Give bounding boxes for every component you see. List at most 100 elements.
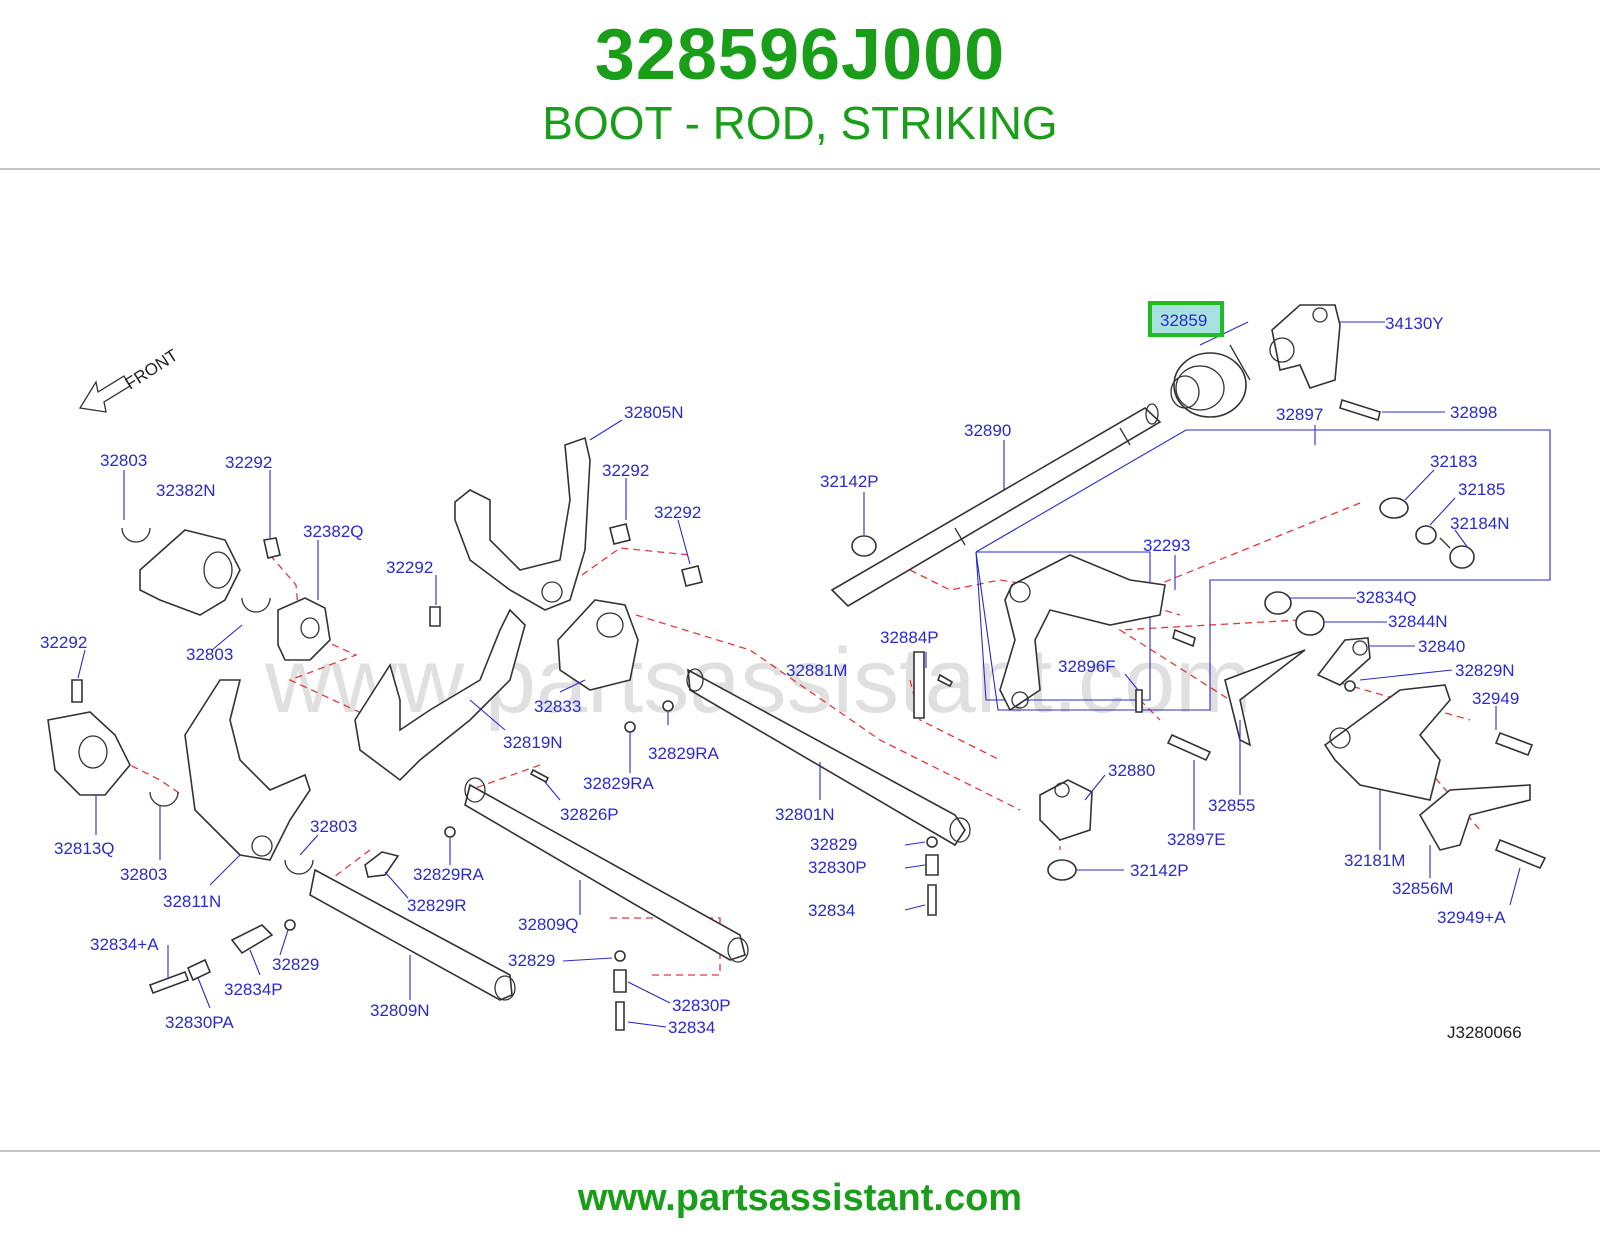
label-32813Q[interactable]: 32813Q bbox=[54, 839, 115, 858]
label-32829-mid[interactable]: 32829 bbox=[810, 835, 857, 854]
label-32840[interactable]: 32840 bbox=[1418, 637, 1465, 656]
label-32884P[interactable]: 32884P bbox=[880, 628, 939, 647]
label-32803-a[interactable]: 32803 bbox=[100, 451, 147, 470]
label-32834A[interactable]: 32834+A bbox=[90, 935, 159, 954]
part-ball-32829-bottom[interactable] bbox=[614, 950, 626, 962]
part-ball-32829RA-mid[interactable] bbox=[624, 721, 636, 733]
label-32292-b[interactable]: 32292 bbox=[602, 461, 649, 480]
label-32897[interactable]: 32897 bbox=[1276, 405, 1323, 424]
label-32181M[interactable]: 32181M bbox=[1344, 851, 1405, 870]
label-32834-bottom[interactable]: 32834 bbox=[668, 1018, 715, 1037]
label-32829-left[interactable]: 32829 bbox=[272, 955, 319, 974]
label-32382N[interactable]: 32382N bbox=[156, 481, 216, 500]
label-32855[interactable]: 32855 bbox=[1208, 796, 1255, 815]
label-32834P[interactable]: 32834P bbox=[224, 980, 283, 999]
label-32292-a[interactable]: 32292 bbox=[225, 453, 272, 472]
part-collar-32844N[interactable] bbox=[1295, 610, 1325, 636]
part-interlock-32829R[interactable] bbox=[364, 851, 400, 878]
label-32184N[interactable]: 32184N bbox=[1450, 514, 1510, 533]
footer-url[interactable]: www.partsassistant.com bbox=[577, 1177, 1023, 1219]
part-shaft-32809Q[interactable] bbox=[464, 777, 749, 963]
part-ball-32829-mid[interactable] bbox=[926, 836, 938, 848]
label-32829-bottom[interactable]: 32829 bbox=[508, 951, 555, 970]
label-32830P-mid[interactable]: 32830P bbox=[808, 858, 867, 877]
label-32829R[interactable]: 32829R bbox=[407, 896, 467, 915]
part-ball-32829RA-upper[interactable] bbox=[662, 700, 674, 712]
label-32833[interactable]: 32833 bbox=[534, 697, 581, 716]
label-32142P-upper[interactable]: 32142P bbox=[820, 472, 879, 491]
part-bushing-32185[interactable] bbox=[1415, 525, 1437, 545]
label-32183[interactable]: 32183 bbox=[1430, 452, 1477, 471]
part-spring-32830P-bottom[interactable] bbox=[613, 969, 627, 993]
part-shaft-32809N[interactable] bbox=[309, 868, 516, 1001]
label-32142P-lower[interactable]: 32142P bbox=[1130, 861, 1189, 880]
part-bolt-32834-mid[interactable] bbox=[927, 884, 937, 916]
label-32292-c[interactable]: 32292 bbox=[654, 503, 701, 522]
label-32829RA-mid[interactable]: 32829RA bbox=[583, 774, 655, 793]
label-32881M[interactable]: 32881M bbox=[786, 661, 847, 680]
part-bolt-32949[interactable] bbox=[1494, 731, 1534, 757]
label-32834Q[interactable]: 32834Q bbox=[1356, 588, 1417, 607]
label-32811N[interactable]: 32811N bbox=[163, 892, 221, 911]
label-32829RA-upper[interactable]: 32829RA bbox=[648, 744, 720, 763]
part-plug-32834P[interactable] bbox=[230, 924, 274, 955]
part-washer-32183[interactable] bbox=[1379, 497, 1409, 519]
part-ball-32829RA-lower[interactable] bbox=[444, 826, 456, 838]
part-spring-32830PA[interactable] bbox=[186, 958, 212, 982]
part-pin-32897[interactable] bbox=[1172, 628, 1196, 648]
label-32803-c[interactable]: 32803 bbox=[120, 865, 167, 884]
part-fork-block-32880[interactable] bbox=[1039, 779, 1093, 841]
part-ball-32829N[interactable] bbox=[1344, 680, 1356, 692]
part-bolt-32949A[interactable] bbox=[1494, 838, 1547, 870]
label-32949A[interactable]: 32949+A bbox=[1437, 908, 1506, 927]
part-plate-32181M[interactable] bbox=[1323, 684, 1451, 801]
label-32803-d[interactable]: 32803 bbox=[310, 817, 357, 836]
part-plug-32142P-lower[interactable] bbox=[1047, 859, 1077, 881]
label-32898[interactable]: 32898 bbox=[1450, 403, 1497, 422]
label-32890[interactable]: 32890 bbox=[964, 421, 1011, 440]
label-32803-b[interactable]: 32803 bbox=[186, 645, 233, 664]
label-32897E[interactable]: 32897E bbox=[1167, 830, 1226, 849]
part-pin-32897E[interactable] bbox=[1166, 733, 1212, 762]
label-32859[interactable]: 32859 bbox=[1160, 311, 1207, 330]
part-lever-32840[interactable] bbox=[1316, 637, 1371, 686]
part-bracket-34130Y[interactable] bbox=[1269, 304, 1341, 389]
label-32896F[interactable]: 32896F bbox=[1058, 657, 1116, 676]
part-bolt-32834A[interactable] bbox=[148, 970, 190, 995]
part-pin-32896F[interactable] bbox=[1135, 689, 1143, 713]
part-bracket-32833[interactable] bbox=[557, 599, 639, 691]
part-bracket-32856M[interactable] bbox=[1418, 784, 1531, 851]
part-shift-fork-32805N[interactable] bbox=[454, 436, 591, 611]
part-rod-32890[interactable] bbox=[830, 403, 1162, 608]
label-32844N[interactable]: 32844N bbox=[1388, 612, 1448, 631]
part-bolt-32834-bottom[interactable] bbox=[615, 1001, 625, 1031]
label-32382Q[interactable]: 32382Q bbox=[303, 522, 364, 541]
label-32801N[interactable]: 32801N bbox=[775, 805, 835, 824]
label-32830P-bottom[interactable]: 32830P bbox=[672, 996, 731, 1015]
part-block-32813Q[interactable] bbox=[47, 711, 131, 796]
part-bracket-32382N[interactable] bbox=[139, 529, 241, 616]
part-ball-32829-left[interactable] bbox=[284, 919, 296, 931]
part-spring-32830P-mid[interactable] bbox=[925, 854, 939, 876]
highlighted-part-box[interactable] bbox=[1148, 301, 1224, 337]
label-32809N[interactable]: 32809N bbox=[370, 1001, 430, 1020]
label-34130Y[interactable]: 34130Y bbox=[1385, 314, 1444, 333]
label-32830PA[interactable]: 32830PA bbox=[165, 1013, 234, 1032]
part-bushing-32834Q[interactable] bbox=[1264, 591, 1292, 615]
label-32834-mid[interactable]: 32834 bbox=[808, 901, 855, 920]
label-32809Q[interactable]: 32809Q bbox=[518, 915, 579, 934]
part-pin-32826P[interactable] bbox=[529, 768, 550, 784]
part-pin-32898[interactable] bbox=[1339, 398, 1381, 422]
label-32292-e[interactable]: 32292 bbox=[40, 633, 87, 652]
part-shaft-32801N[interactable] bbox=[686, 668, 971, 847]
part-lug-32382Q[interactable] bbox=[277, 597, 331, 661]
label-32880[interactable]: 32880 bbox=[1108, 761, 1155, 780]
label-32293[interactable]: 32293 bbox=[1143, 536, 1190, 555]
label-32829N[interactable]: 32829N bbox=[1455, 661, 1515, 680]
part-pins-32292[interactable] bbox=[71, 523, 703, 703]
part-bolt-32184N[interactable] bbox=[1439, 537, 1475, 569]
part-pin-32884P[interactable] bbox=[913, 651, 925, 719]
part-circlips-32803[interactable] bbox=[121, 527, 314, 875]
label-32819N[interactable]: 32819N bbox=[503, 733, 563, 752]
label-32949[interactable]: 32949 bbox=[1472, 689, 1519, 708]
